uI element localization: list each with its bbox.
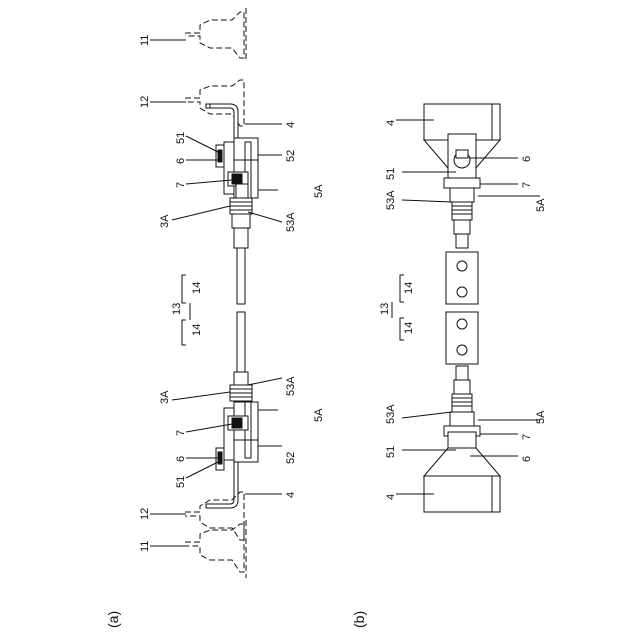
label-b-4-bottom: 4 (385, 494, 397, 500)
arm-4-bottom-b (424, 448, 500, 512)
caption-b: (b) (351, 611, 367, 628)
label-b-6-bottom: 6 (521, 456, 533, 462)
label-b-7-top: 7 (521, 182, 533, 188)
label-53A-bottom: 53A (285, 376, 297, 396)
label-52-bottom: 52 (285, 452, 297, 464)
label-4-top: 4 (285, 122, 297, 128)
label-b-53A-top: 53A (385, 190, 397, 210)
view-b: 4 51 6 7 53A 5A 13 14 14 53A 5A 7 51 6 4… (351, 104, 547, 628)
label-b-14-lower: 14 (403, 322, 415, 334)
label-b-6-top: 6 (521, 156, 533, 162)
label-14-a-lower: 14 (191, 324, 203, 336)
label-7-top: 7 (175, 182, 187, 188)
label-12-top: 12 (139, 96, 151, 108)
label-b-5A-bottom: 5A (535, 410, 547, 424)
label-52-top: 52 (285, 150, 297, 162)
view-a: 11 12 4 51 6 52 7 5A 53A 3A 13 14 14 3A … (105, 8, 325, 628)
label-b-5A-top: 5A (535, 198, 547, 212)
label-11-bottom: 11 (139, 541, 151, 552)
label-51-top: 51 (175, 132, 187, 144)
label-6-bottom: 6 (175, 456, 187, 462)
label-11-top: 11 (139, 35, 151, 46)
rail-11-top (185, 8, 246, 62)
joint-top-b (444, 134, 480, 248)
label-3A-top: 3A (159, 214, 171, 228)
bars-14-a (237, 248, 245, 372)
label-b-51-bottom: 51 (385, 446, 397, 458)
label-6-top: 6 (175, 158, 187, 164)
label-b-14-upper: 14 (403, 282, 415, 294)
joint-bottom-a (216, 402, 258, 470)
plates-14-b (446, 252, 478, 364)
rod-53A-bottom (230, 372, 252, 401)
label-b-13: 13 (379, 303, 391, 315)
label-13-a: 13 (171, 303, 183, 315)
label-b-53A-bottom: 53A (385, 404, 397, 424)
label-5A-top: 5A (313, 184, 325, 198)
caption-a: (a) (105, 611, 121, 628)
label-12-bottom: 12 (139, 508, 151, 520)
label-b-51-top: 51 (385, 168, 397, 180)
label-b-4-top: 4 (385, 120, 397, 126)
label-b-7-bottom: 7 (521, 434, 533, 440)
joint-top-a (216, 138, 258, 198)
label-4-bottom: 4 (285, 492, 297, 498)
rail-11-bottom (185, 520, 246, 578)
label-53A-top: 53A (285, 212, 297, 232)
label-3A-bottom: 3A (159, 390, 171, 404)
label-5A-bottom: 5A (313, 408, 325, 422)
label-14-a-upper: 14 (191, 282, 203, 294)
label-51-bottom: 51 (175, 476, 187, 488)
label-7-bottom: 7 (175, 430, 187, 436)
